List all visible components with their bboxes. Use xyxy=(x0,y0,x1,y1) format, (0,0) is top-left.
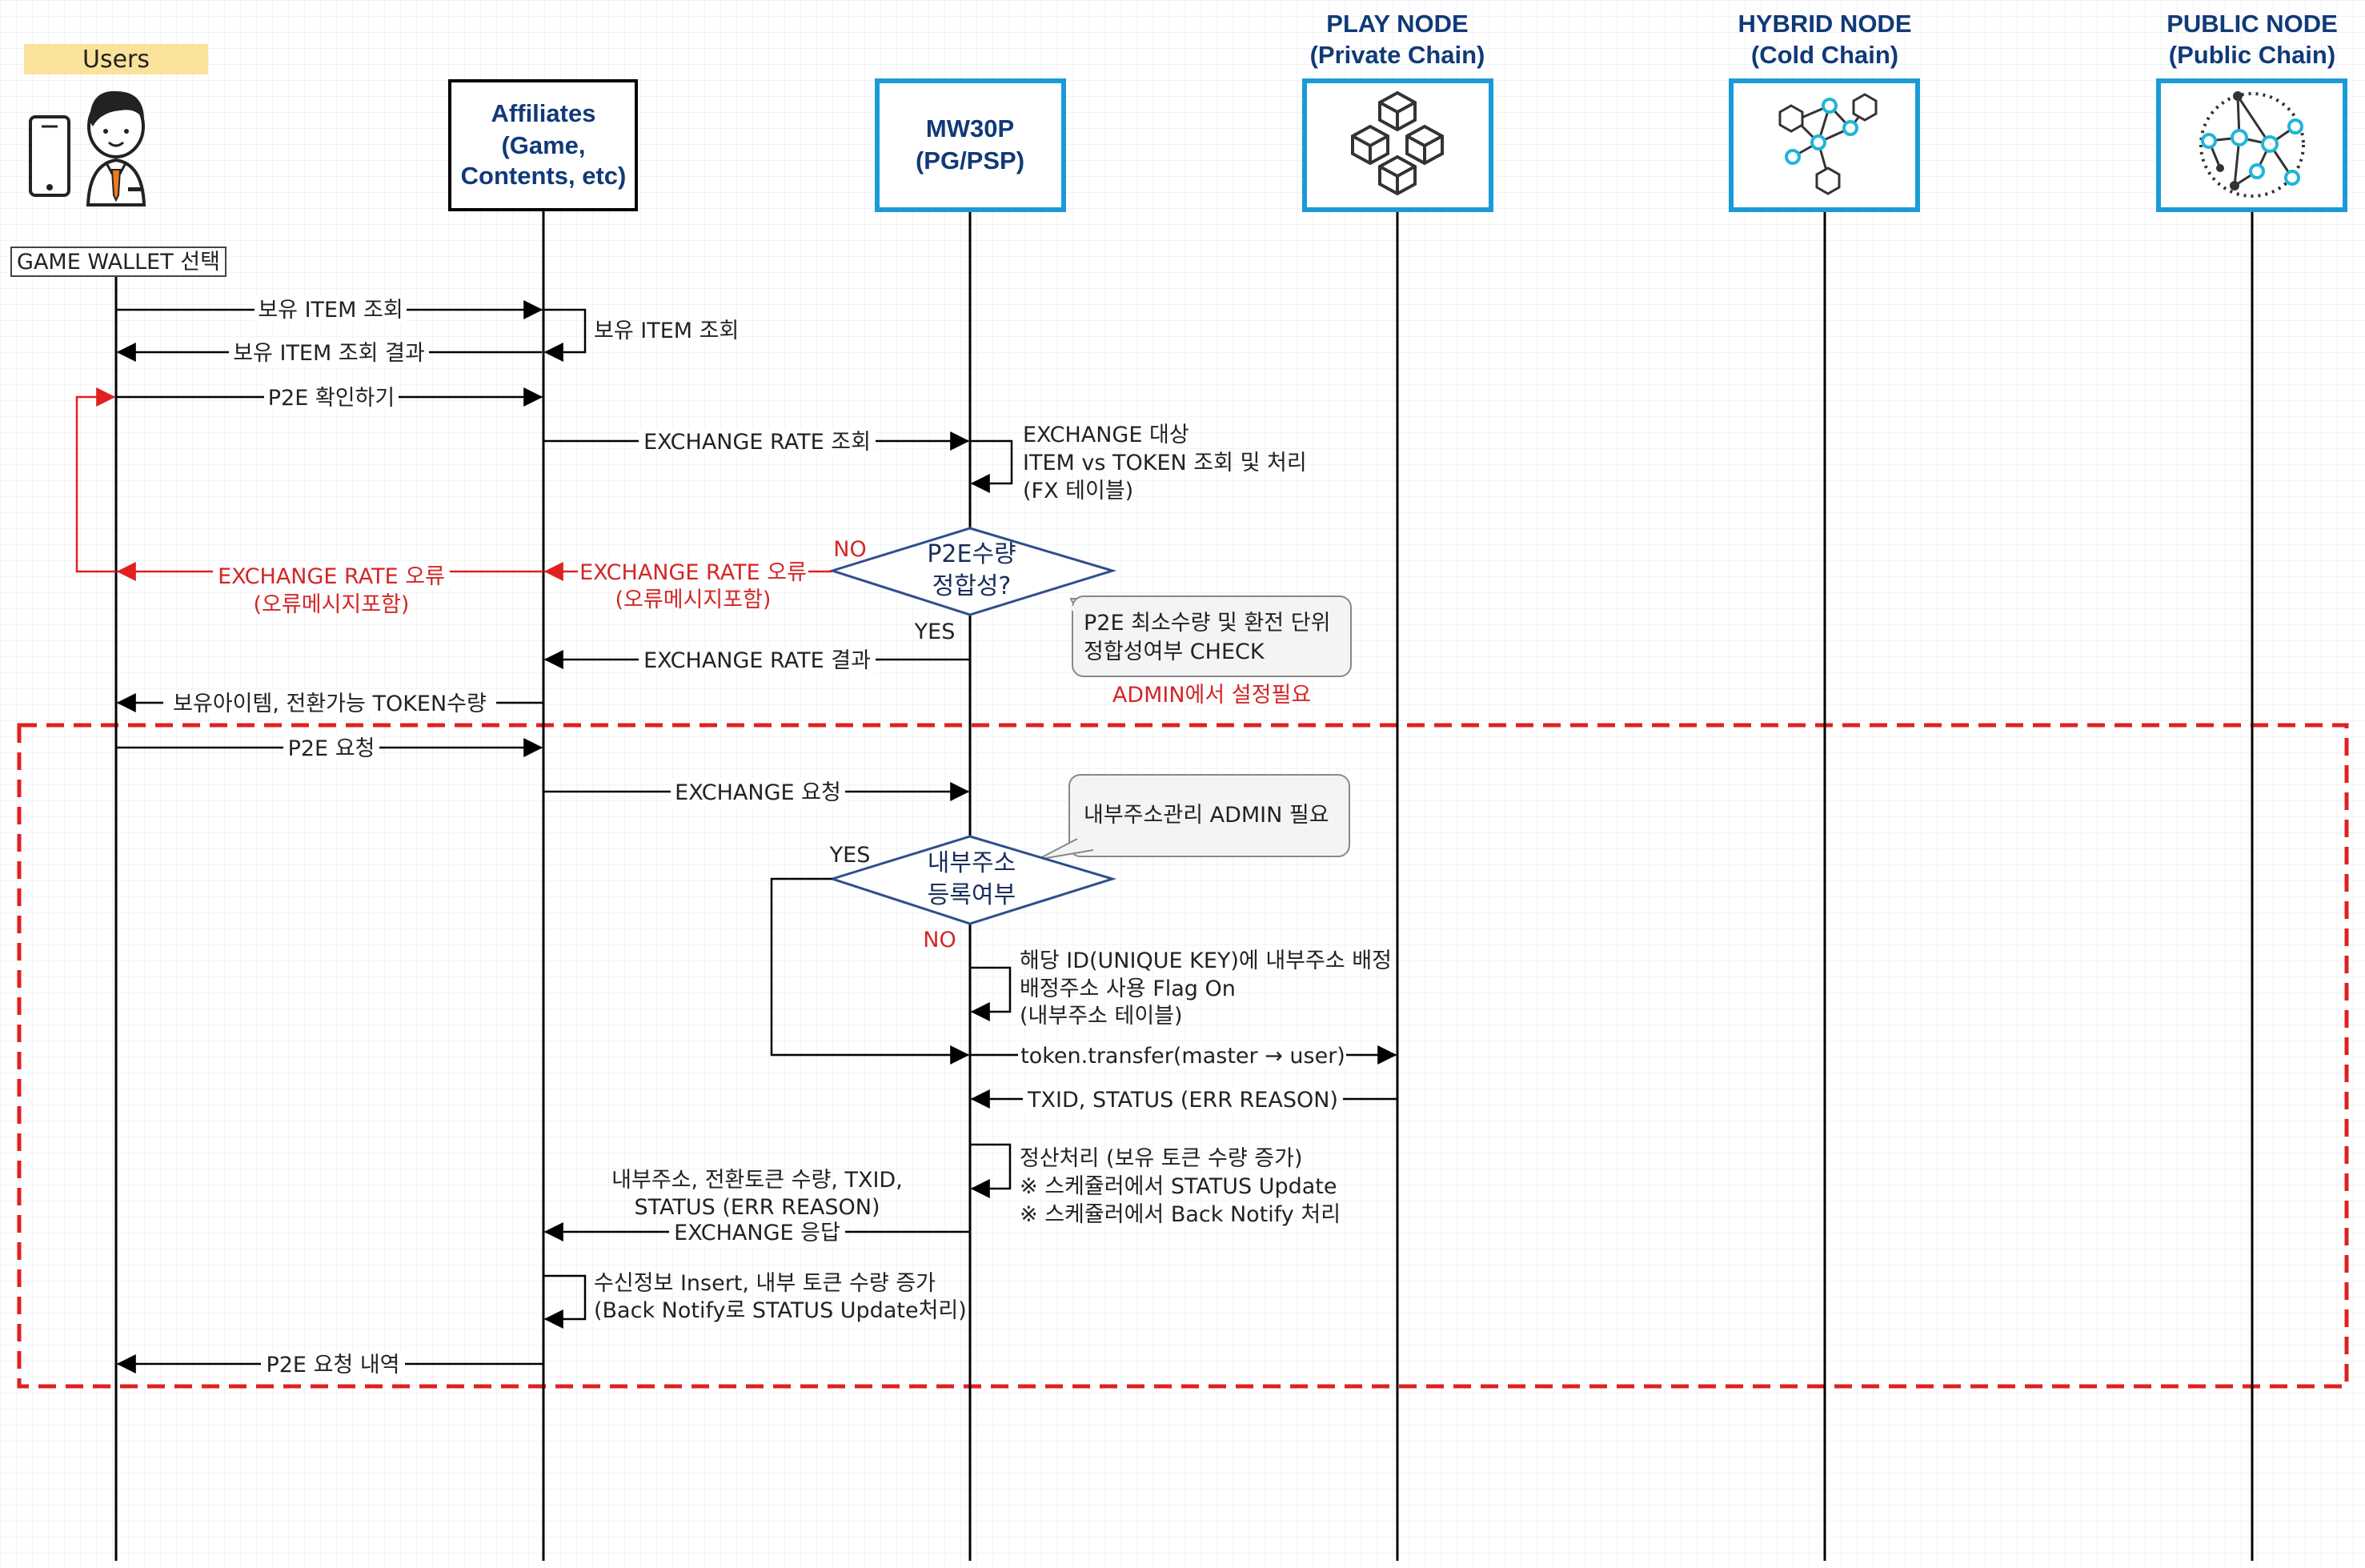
participant-public-node: PUBLIC NODE (Public Chain) xyxy=(2156,10,2347,212)
self-message-settlement-line-2: ※ 스케쥴러에서 STATUS Update xyxy=(1020,1174,1337,1199)
decision-p2e-quantity-no: NO xyxy=(833,537,866,562)
message-item-query-result: 보유 ITEM 조회 결과 xyxy=(116,339,542,366)
message-exchange-request: EXCHANGE 요청 xyxy=(543,778,970,805)
message-exchange-response-line-3: EXCHANGE 응답 xyxy=(674,1221,840,1245)
message-item-query-label: 보유 ITEM 조회 xyxy=(258,298,403,323)
participant-mw30p: MW30P (PG/PSP) xyxy=(875,78,1066,212)
decision-internal-address-no: NO xyxy=(923,928,956,952)
self-message-assign-address: 해당 ID(UNIQUE KEY)에 내부주소 배정 배정주소 사용 Flag … xyxy=(970,948,1392,1029)
decision-internal-address-yes: YES xyxy=(829,843,871,868)
message-item-query-result-label: 보유 ITEM 조회 결과 xyxy=(233,341,425,366)
self-message-settlement: 정산처리 (보유 토큰 수량 증가) ※ 스케쥴러에서 STATUS Updat… xyxy=(970,1143,1341,1227)
self-message-exchange-target: EXCHANGE 대상 ITEM vs TOKEN 조회 및 처리 (FX 테이… xyxy=(970,423,1307,503)
affiliates-title: Affiliates xyxy=(491,99,596,127)
self-message-receive-insert-line-1: 수신정보 Insert, 내부 토큰 수량 증가 xyxy=(594,1271,936,1296)
message-p2e-request-label: P2E 요청 xyxy=(288,736,375,761)
play-node-subtitle: (Private Chain) xyxy=(1310,41,1485,69)
note-min-quantity-check: P2E 최소수량 및 환전 단위 정합성여부 CHECK ADMIN에서 설정필… xyxy=(1069,596,1352,708)
self-message-settlement-line-1: 정산처리 (보유 토큰 수량 증가) xyxy=(1020,1146,1302,1171)
decision-p2e-quantity: P2E수량 정합성? NO YES xyxy=(828,527,1117,644)
participant-users: Users xyxy=(24,44,208,207)
participant-affiliates: Affiliates (Game, Contents, etc) xyxy=(448,79,638,211)
user-avatar-icon xyxy=(86,90,146,207)
decision-p2e-quantity-line-1: P2E수량 xyxy=(927,540,1016,568)
self-message-item-query: 보유 ITEM 조회 xyxy=(543,308,739,362)
decision-internal-address: 내부주소 등록여부 YES NO xyxy=(828,835,1117,952)
mw30p-subtitle: (PG/PSP) xyxy=(916,146,1024,174)
self-message-exchange-target-line-3: (FX 테이블) xyxy=(1023,479,1133,503)
game-wallet-box[interactable] xyxy=(10,247,226,277)
users-label-bg xyxy=(24,44,208,74)
note-internal-address-admin-label: 내부주소관리 ADMIN 필요 xyxy=(1084,803,1329,828)
message-convertible-token-label: 보유아이템, 전환가능 TOKEN수량 xyxy=(173,692,487,716)
self-message-receive-insert: 수신정보 Insert, 내부 토큰 수량 증가 (Back Notify로 S… xyxy=(543,1271,967,1329)
game-wallet-label: GAME WALLET 선택 xyxy=(17,250,220,275)
message-txid-status: TXID, STATUS (ERR REASON) xyxy=(970,1085,1397,1113)
phone-icon xyxy=(29,115,70,197)
message-exchange-request-label: EXCHANGE 요청 xyxy=(675,780,841,805)
self-message-receive-insert-line-2: (Back Notify로 STATUS Update처리) xyxy=(594,1298,967,1323)
affiliates-subtitle-2: Contents, etc) xyxy=(461,162,627,190)
participant-play-node: PLAY NODE (Private Chain) xyxy=(1302,10,1493,212)
message-p2e-request: P2E 요청 xyxy=(116,734,543,761)
note-min-quantity-check-line-2: 정합성여부 CHECK xyxy=(1084,640,1265,664)
self-message-assign-address-line-2: 배정주소 사용 Flag On xyxy=(1020,976,1236,1001)
message-p2e-check: P2E 확인하기 xyxy=(116,383,543,411)
message-exchange-rate-error-line-1: EXCHANGE RATE 오류 xyxy=(579,560,807,585)
decision-p2e-quantity-yes: YES xyxy=(914,620,956,644)
message-p2e-request-history: P2E 요청 내역 xyxy=(116,1350,543,1378)
message-exchange-rate-error-to-user-line-1: EXCHANGE RATE 오류 xyxy=(218,564,445,589)
hybrid-network-icon xyxy=(1778,93,1878,195)
public-node-title: PUBLIC NODE xyxy=(2167,10,2338,38)
note-admin-setting: ADMIN에서 설정필요 xyxy=(1112,683,1311,708)
message-exchange-rate-error-to-user-line-2: (오류메시지포함) xyxy=(254,592,410,617)
play-node-title: PLAY NODE xyxy=(1326,10,1468,38)
self-message-assign-address-line-3: (내부주소 테이블) xyxy=(1020,1004,1183,1029)
message-token-transfer: token.transfer(master → user) xyxy=(970,1041,1397,1069)
decision-internal-address-line-2: 등록여부 xyxy=(928,881,1016,909)
self-message-exchange-target-line-1: EXCHANGE 대상 xyxy=(1023,423,1189,447)
blockchain-cubes-icon xyxy=(1351,90,1444,196)
message-exchange-response: 내부주소, 전환토큰 수량, TXID, STATUS (ERR REASON)… xyxy=(543,1168,970,1245)
self-message-settlement-line-3: ※ 스케쥴러에서 Back Notify 처리 xyxy=(1020,1202,1341,1227)
message-p2e-request-history-label: P2E 요청 내역 xyxy=(266,1353,399,1378)
participant-hybrid-node: HYBRID NODE (Cold Chain) xyxy=(1729,10,1920,212)
message-exchange-rate-result-label: EXCHANGE RATE 결과 xyxy=(643,648,871,673)
message-exchange-rate-error-to-user: EXCHANGE RATE 오류 (오류메시지포함) xyxy=(116,562,543,617)
message-exchange-response-line-1: 내부주소, 전환토큰 수량, TXID, xyxy=(611,1168,903,1193)
users-label: Users xyxy=(82,46,150,74)
message-exchange-rate-query-label: EXCHANGE RATE 조회 xyxy=(643,430,871,455)
message-item-query: 보유 ITEM 조회 xyxy=(116,295,543,323)
message-exchange-rate-error: EXCHANGE RATE 오류 (오류메시지포함) xyxy=(543,558,832,612)
public-node-subtitle: (Public Chain) xyxy=(2169,41,2335,69)
self-message-item-query-label: 보유 ITEM 조회 xyxy=(594,319,739,343)
message-p2e-check-label: P2E 확인하기 xyxy=(268,386,395,411)
decision-yes-bypass xyxy=(770,877,970,1065)
self-message-assign-address-line-1: 해당 ID(UNIQUE KEY)에 내부주소 배정 xyxy=(1020,948,1392,973)
affiliates-subtitle-1: (Game, xyxy=(501,131,585,159)
decision-p2e-quantity-line-2: 정합성? xyxy=(932,572,1012,600)
message-exchange-response-line-2: STATUS (ERR REASON) xyxy=(635,1195,880,1220)
message-token-transfer-label: token.transfer(master → user) xyxy=(1020,1044,1345,1069)
note-internal-address-admin: 내부주소관리 ADMIN 필요 xyxy=(1036,774,1350,860)
p2e-request-region xyxy=(17,723,2349,1389)
mw30p-title: MW30P xyxy=(926,114,1014,142)
message-convertible-token: 보유아이템, 전환가능 TOKEN수량 xyxy=(116,689,543,716)
self-message-exchange-target-line-2: ITEM vs TOKEN 조회 및 처리 xyxy=(1023,451,1307,475)
message-exchange-rate-query: EXCHANGE RATE 조회 xyxy=(543,427,970,455)
decision-internal-address-line-1: 내부주소 xyxy=(928,849,1016,877)
message-exchange-rate-error-line-2: (오류메시지포함) xyxy=(615,587,772,612)
error-loop-back xyxy=(75,387,116,573)
message-txid-status-label: TXID, STATUS (ERR REASON) xyxy=(1027,1088,1338,1113)
message-exchange-rate-result: EXCHANGE RATE 결과 xyxy=(543,646,970,673)
hybrid-node-title: HYBRID NODE xyxy=(1738,10,1911,38)
hybrid-node-subtitle: (Cold Chain) xyxy=(1751,41,1898,69)
public-network-icon xyxy=(2199,91,2305,198)
note-min-quantity-check-line-1: P2E 최소수량 및 환전 단위 xyxy=(1084,611,1330,636)
